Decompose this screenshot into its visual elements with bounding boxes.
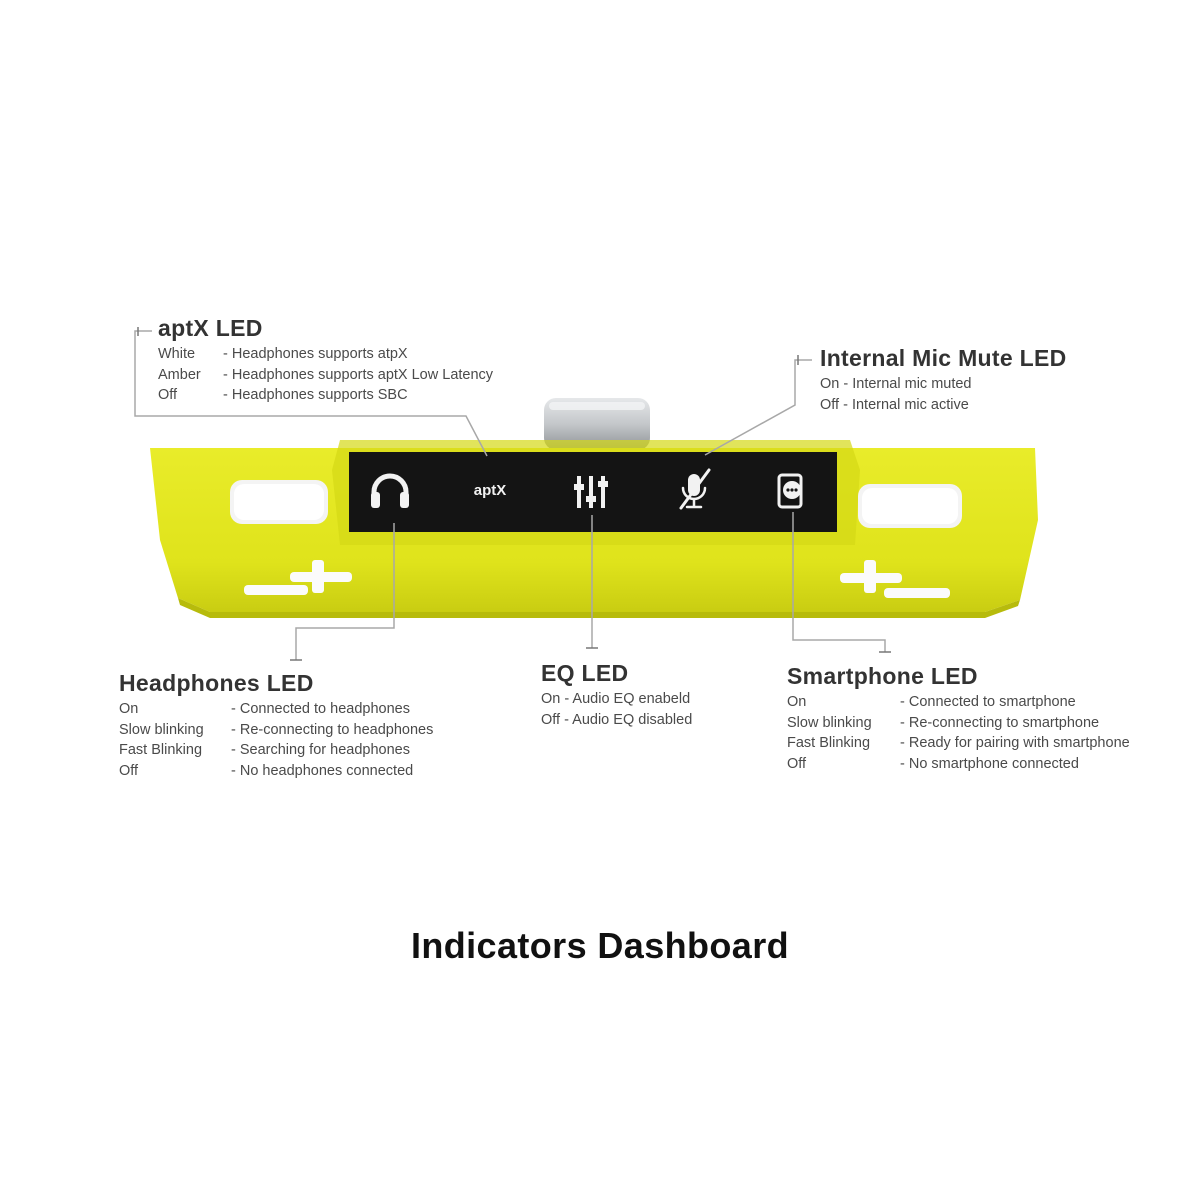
mic-led-row-on: On - Internal mic muted bbox=[820, 374, 1067, 395]
state-label: Off bbox=[119, 762, 139, 779]
state-description: - Audio EQ disabled bbox=[560, 711, 693, 728]
eq-led-row-on: On - Audio EQ enabeld bbox=[541, 689, 692, 710]
state-description: - Internal mic active bbox=[839, 397, 969, 413]
smartphone-leader-line bbox=[792, 512, 886, 652]
headphones-led-row-slow: Slow blinking - Re-connecting to headpho… bbox=[119, 720, 433, 741]
aptx-led-title: aptX LED bbox=[158, 315, 263, 341]
state-description: - No smartphone connected bbox=[900, 755, 1079, 772]
state-label: On bbox=[541, 691, 561, 707]
state-label: Slow blinking bbox=[787, 714, 872, 731]
right-volume-mark bbox=[840, 560, 950, 598]
state-description: - Audio EQ enabeld bbox=[560, 691, 691, 707]
state-label: Off bbox=[158, 387, 178, 403]
headphones-led-callout: Headphones LED On - Connected to headpho… bbox=[119, 670, 433, 781]
leader-lines bbox=[134, 327, 891, 661]
state-label: Fast Blinking bbox=[787, 735, 871, 751]
state-label: On bbox=[119, 701, 139, 717]
state-description: - Connected to headphones bbox=[231, 701, 410, 717]
state-label: Off bbox=[541, 711, 561, 728]
state-description: - Re-connecting to headphones bbox=[231, 721, 434, 738]
state-description: - Headphones supports aptX Low Latency bbox=[223, 366, 494, 383]
eq-led-title: EQ LED bbox=[541, 660, 629, 686]
eq-led-callout: EQ LED On - Audio EQ enabeld Off - Audio… bbox=[541, 660, 692, 730]
state-label: On bbox=[820, 376, 840, 392]
smartphone-icon bbox=[777, 473, 803, 509]
state-description: - Headphones supports SBC bbox=[223, 387, 408, 403]
left-volume-mark bbox=[244, 560, 352, 595]
mic-mute-icon bbox=[679, 468, 711, 510]
state-description: - Searching for headphones bbox=[231, 742, 410, 758]
state-description: - Internal mic muted bbox=[839, 376, 972, 392]
aptx-led-row-off: Off - Headphones supports SBC bbox=[158, 385, 493, 406]
state-description: - Re-connecting to smartphone bbox=[900, 714, 1100, 731]
state-label: Amber bbox=[158, 366, 201, 383]
aptx-leader-line bbox=[134, 330, 488, 457]
smartphone-led-title: Smartphone LED bbox=[787, 663, 978, 689]
mic-mute-led-callout: Internal Mic Mute LED On - Internal mic … bbox=[820, 345, 1067, 416]
headphones-led-row-fast: Fast Blinking - Searching for headphones bbox=[119, 740, 433, 761]
state-description: - Headphones supports atpX bbox=[223, 346, 408, 362]
equalizer-icon bbox=[574, 476, 608, 508]
dashboard-title: Indicators Dashboard bbox=[410, 925, 790, 966]
state-label: Off bbox=[787, 755, 807, 772]
usb-c-connector bbox=[544, 398, 650, 450]
state-label: Slow blinking bbox=[119, 721, 204, 738]
state-description: - Ready for pairing with smartphone bbox=[900, 735, 1130, 751]
mic-led-row-off: Off - Internal mic active bbox=[820, 395, 1067, 416]
state-label: On bbox=[787, 694, 807, 710]
aptx-logo: aptX bbox=[474, 482, 507, 499]
state-description: - No headphones connected bbox=[231, 762, 414, 779]
indicator-panel: aptX bbox=[349, 452, 837, 532]
smartphone-led-row-slow: Slow blinking - Re-connecting to smartph… bbox=[787, 713, 1130, 734]
smartphone-led-callout: Smartphone LED On - Connected to smartph… bbox=[787, 663, 1130, 774]
state-label: Fast Blinking bbox=[119, 742, 203, 758]
eq-led-row-off: Off - Audio EQ disabled bbox=[541, 710, 692, 731]
smartphone-led-row-off: Off - No smartphone connected bbox=[787, 754, 1130, 775]
headphones-led-row-on: On - Connected to headphones bbox=[119, 699, 433, 720]
aptx-led-row-white: White - Headphones supports atpX bbox=[158, 344, 493, 365]
smartphone-led-row-on: On - Connected to smartphone bbox=[787, 692, 1130, 713]
aptx-led-callout: aptX LED White - Headphones supports atp… bbox=[158, 315, 493, 406]
headphones-led-row-off: Off - No headphones connected bbox=[119, 761, 433, 782]
state-description: - Connected to smartphone bbox=[900, 694, 1076, 710]
state-label: White bbox=[158, 346, 196, 362]
smartphone-led-row-fast: Fast Blinking - Ready for pairing with s… bbox=[787, 733, 1130, 754]
headphones-leader-line bbox=[295, 523, 395, 660]
headphones-led-title: Headphones LED bbox=[119, 670, 314, 696]
headphones-icon bbox=[371, 473, 409, 508]
state-label: Off bbox=[820, 397, 840, 413]
mic-leader-line bbox=[704, 359, 812, 456]
aptx-led-row-amber: Amber - Headphones supports aptX Low Lat… bbox=[158, 365, 493, 386]
mic-mute-led-title: Internal Mic Mute LED bbox=[820, 345, 1067, 371]
